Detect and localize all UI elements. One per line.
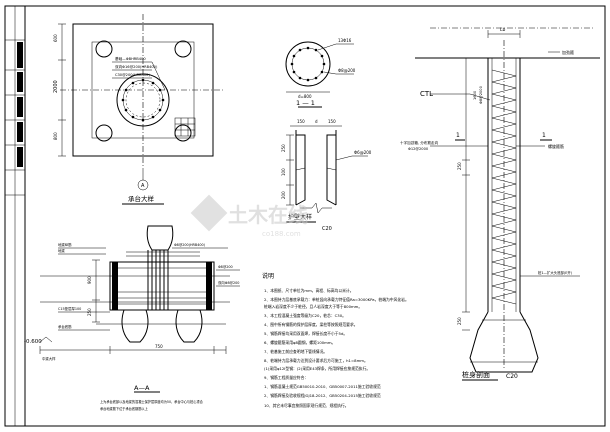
note-item: 10、其它未尽事宜按照国家现行规范、规程执行。 bbox=[264, 403, 349, 408]
section-rebar-main: 13Φ16 bbox=[338, 38, 352, 43]
pile-section-circle bbox=[285, 41, 331, 87]
cap-callout-label: A bbox=[141, 183, 145, 189]
section-mark: 1 bbox=[456, 132, 460, 139]
cap-pile-hole bbox=[95, 124, 113, 142]
note-item: 7、桩基施工前应查明地下管线情况。 bbox=[264, 349, 327, 354]
pile-elevation bbox=[415, 27, 600, 381]
section-mark: 1 bbox=[542, 132, 546, 139]
ctl-label: CTL bbox=[420, 90, 433, 98]
elevation-dim: 250 bbox=[457, 317, 462, 325]
aa-note: 地梁纵筋 bbox=[58, 242, 72, 247]
guard-dim: 100 bbox=[281, 168, 286, 176]
cap-section bbox=[109, 261, 215, 311]
section-diameter: d=800 bbox=[298, 94, 312, 99]
aa-note: Φ8@200(HRB400) bbox=[174, 243, 206, 247]
elevation-stiffener-note: 十字加劲箍, 分布筋走向 bbox=[400, 140, 439, 145]
aa-footnote: 承台地梁筋下位于承台底钢筋以上 bbox=[100, 406, 149, 411]
cap-dim-sub1: 600 bbox=[53, 34, 58, 42]
pile-section-rebars bbox=[290, 46, 326, 82]
pile-rebar-dots bbox=[121, 78, 165, 122]
guard-dim: 250 bbox=[281, 144, 286, 152]
pile-section bbox=[285, 41, 354, 108]
cap-note: C30@200(HRB400) bbox=[115, 73, 150, 77]
watermark-text: 土木在线 bbox=[228, 203, 308, 227]
guard-dim: 150 bbox=[297, 119, 305, 124]
guard-rebar: Φ6@200 bbox=[354, 150, 372, 155]
cap-plan-title: 承台大样 bbox=[128, 194, 155, 203]
note-item: 1、本图纸、尺寸单位为mm，高程、标高均以米计。 bbox=[264, 288, 354, 293]
cap-dim-sub2: 800 bbox=[53, 132, 58, 140]
aa-footnote: 上为承台底部以及地梁的混凝土保护层厚度均为50，承台中心与桩心重合 bbox=[100, 399, 204, 404]
note-item: (1)采用φ12I型钢：(2)采用E43焊条，所用焊接应按规范执行。 bbox=[264, 366, 370, 371]
guard-dim: 150 bbox=[328, 119, 336, 124]
cap-pile-hole bbox=[174, 124, 192, 142]
notes-list: 1、本图纸、尺寸单位为mm，高程、标高均以米计。 2、本图持力层基底承载力：单桩… bbox=[264, 288, 409, 408]
cap-hatch bbox=[174, 117, 196, 137]
note-item: 6、螺旋箍筋采用φ8圆钢，螺距100mm。 bbox=[264, 340, 335, 345]
note-item: 9、钢筋工程质量应符合： bbox=[264, 375, 308, 380]
elevation-dim: 250 bbox=[457, 162, 462, 170]
cap-dim-left: 2000 bbox=[53, 80, 59, 93]
guard-dim: 200 bbox=[281, 191, 286, 199]
title-block-cells bbox=[5, 39, 25, 196]
aa-note: C15垫层厚100 bbox=[58, 306, 81, 311]
aa-dim: 900 bbox=[87, 276, 92, 284]
note-item: 1、钢筋混凝土规范GB50010-2010、GB50007-2011施工验收规范 bbox=[264, 384, 381, 389]
section-aa bbox=[39, 225, 240, 393]
note-item: 8、桩端持力层承载力达到设计要求后方可施工，h1=8mm。 bbox=[264, 358, 368, 363]
cap-plan bbox=[58, 14, 225, 191]
elevation-concrete: C20 bbox=[506, 373, 518, 380]
cap-section-bars bbox=[147, 250, 169, 310]
note-item: 桩端入岩深度不少于桩径，且人岩深度大于等于800mm。 bbox=[264, 304, 362, 309]
elevation-top-dim: Lb bbox=[500, 27, 506, 33]
pile-bell bbox=[469, 311, 539, 373]
elevation-note-top: 加劲箍 bbox=[562, 49, 574, 55]
section-title: 1 — 1 bbox=[296, 99, 315, 107]
pile-stub bbox=[175, 309, 203, 343]
aa-note: Φ8@200 bbox=[218, 265, 233, 269]
guard-wall bbox=[286, 125, 368, 223]
note-item: 5、钢筋焊接均采用双面焊，焊接长度不小于5d。 bbox=[264, 331, 347, 336]
cap-pile-hole bbox=[95, 40, 113, 58]
section-stirrup: Φ8@200 bbox=[338, 68, 356, 73]
guard-wall-title: 护壁大样 bbox=[288, 213, 312, 221]
aa-note: 中梁大样 bbox=[42, 356, 56, 361]
cap-pile-hole bbox=[174, 40, 192, 58]
note-item: 3、本工程混凝土强度等级为C20，桩芯：C30。 bbox=[264, 313, 346, 318]
guard-dim: d bbox=[315, 119, 318, 124]
column-stub bbox=[146, 225, 174, 251]
note-item: 2、本图持力层基底承载力：单桩竖向承载力特征值Ra=3000KPa，桩端为中风化… bbox=[264, 297, 409, 302]
note-item: 4、图中所有钢筋的保护层厚度，梁柱等按照规范要求。 bbox=[264, 322, 358, 327]
elevation-bottom-note: 桩1—扩大头底部(E开) bbox=[538, 270, 573, 275]
pile-stub bbox=[121, 309, 149, 343]
elevation-left-note: 1600 bbox=[473, 90, 477, 100]
spiral-stirrup bbox=[491, 69, 517, 305]
elevation-left-note: Φ8@2000 bbox=[479, 85, 483, 104]
aa-note: 双向Φ8@200 bbox=[218, 280, 239, 285]
aa-title: A—A bbox=[134, 384, 150, 392]
elevation-spiral-note: 螺旋箍筋 bbox=[548, 143, 564, 149]
notes-heading: 说明 bbox=[262, 272, 274, 280]
guard-wall-concrete: C20 bbox=[322, 226, 332, 232]
aa-note: 承台底筋 bbox=[58, 324, 72, 329]
watermark-sub: co188.com bbox=[262, 230, 301, 238]
elevation-title: 桩身剖面 bbox=[462, 370, 490, 379]
cap-note: 基础—ΦBHRB400 bbox=[115, 56, 146, 61]
pile-circle bbox=[116, 73, 170, 127]
aa-dim: 750 bbox=[155, 344, 163, 349]
level-mark: -0.600 bbox=[24, 339, 42, 345]
watermark: 土木在线 co188.com bbox=[190, 194, 308, 238]
cap-note: 双向Φ16@200(HRB400) bbox=[115, 64, 158, 69]
note-item: 2、钢筋焊接及验收规程JGJ18-2012、GB50204-2015施工验收规范 bbox=[264, 393, 381, 398]
aa-dim: 250 bbox=[87, 308, 92, 316]
elevation-stiffener-note: Φ12@2000 bbox=[408, 147, 429, 151]
aa-note: 地梁 bbox=[58, 248, 65, 253]
